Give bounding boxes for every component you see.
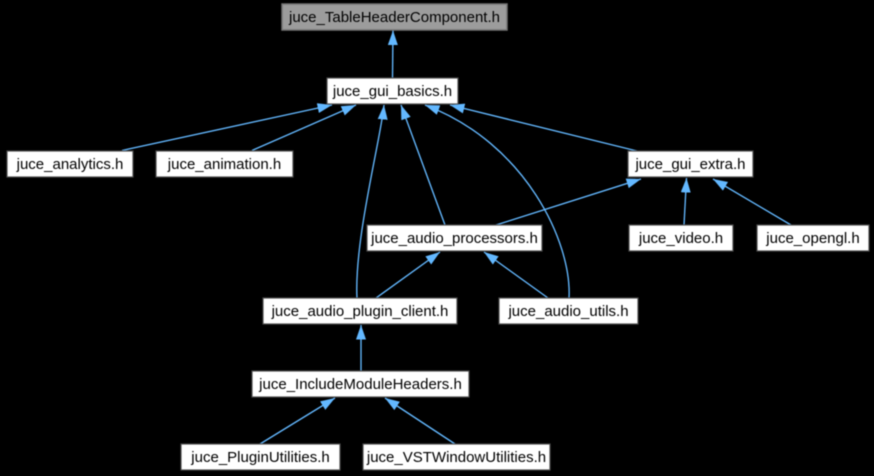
svg-text:juce_TableHeaderComponent.h: juce_TableHeaderComponent.h <box>288 9 500 26</box>
svg-text:juce_audio_plugin_client.h: juce_audio_plugin_client.h <box>271 303 449 320</box>
svg-text:juce_gui_extra.h: juce_gui_extra.h <box>634 156 745 173</box>
svg-text:juce_opengl.h: juce_opengl.h <box>765 230 859 247</box>
svg-text:juce_animation.h: juce_animation.h <box>167 156 281 173</box>
svg-text:juce_VSTWindowUtilities.h: juce_VSTWindowUtilities.h <box>366 449 546 466</box>
svg-text:juce_analytics.h: juce_analytics.h <box>16 156 124 173</box>
svg-text:juce_PluginUtilities.h: juce_PluginUtilities.h <box>190 449 329 466</box>
svg-text:juce_audio_processors.h: juce_audio_processors.h <box>370 230 538 247</box>
svg-text:juce_audio_utils.h: juce_audio_utils.h <box>507 303 628 320</box>
svg-text:juce_gui_basics.h: juce_gui_basics.h <box>332 83 452 100</box>
svg-text:juce_video.h: juce_video.h <box>638 230 723 247</box>
svg-text:juce_IncludeModuleHeaders.h: juce_IncludeModuleHeaders.h <box>258 376 462 393</box>
